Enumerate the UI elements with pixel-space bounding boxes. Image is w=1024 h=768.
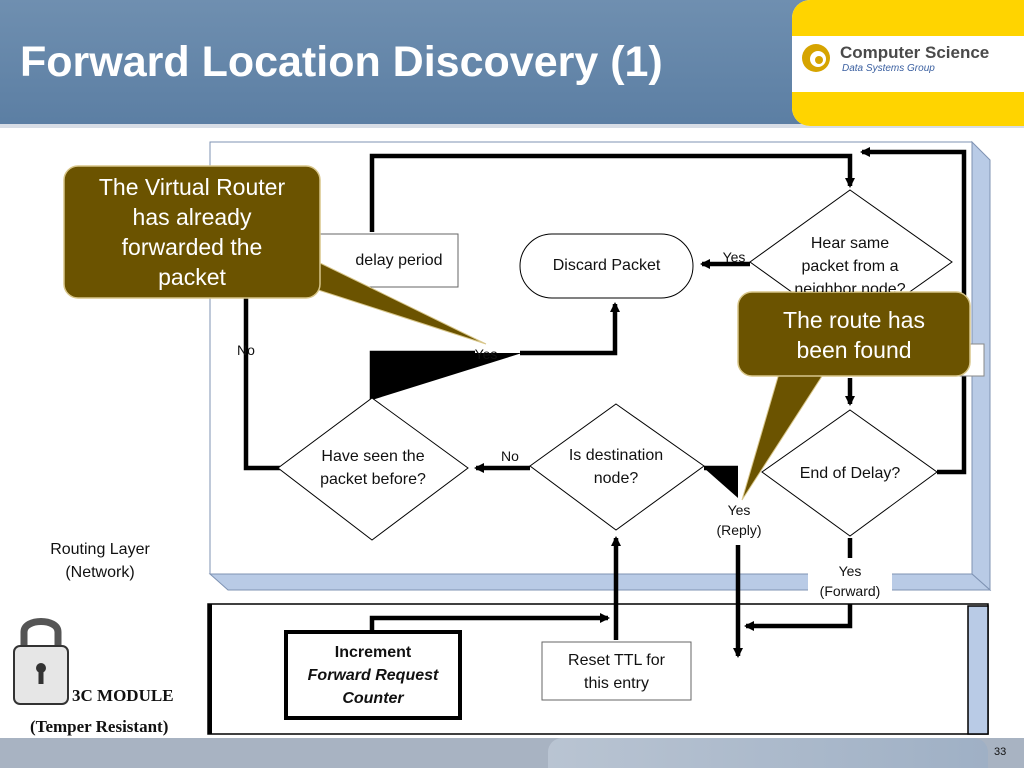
- hear-same-label-2: packet from a: [801, 258, 899, 275]
- logo-subtitle: Data Systems Group: [842, 63, 935, 74]
- callout-virtual-router-line-4: packet: [158, 264, 226, 290]
- hear-same-label-3: neighbor node?: [794, 281, 906, 292]
- edge-label-yes-seen: Yes: [474, 346, 498, 362]
- callout-virtual-router-line-1: The Virtual Router: [98, 174, 286, 200]
- hear-same-label-1: Hear same: [810, 235, 890, 252]
- increment-counter-box: [284, 630, 462, 720]
- is-destination-diamond: [529, 403, 705, 531]
- edge-label-yes-reply-2: (Reply): [716, 522, 762, 538]
- callout-virtual-router-line-2: has already: [132, 204, 252, 230]
- callout-route-found-line-2: been found: [796, 337, 912, 363]
- padlock-icon: [13, 618, 69, 705]
- callout-route-found-bubble: [737, 291, 971, 377]
- is-destination-label-1: Is destination: [568, 447, 664, 464]
- logo-mark-icon: [802, 44, 830, 72]
- is-destination-label-2: node?: [593, 470, 639, 487]
- module-panel-left-edge: [208, 604, 212, 734]
- module-panel-right-shadow: [967, 605, 989, 735]
- increment-label-1: Increment: [334, 644, 412, 661]
- edge-seen-to-discard-line2: [520, 302, 620, 356]
- have-seen-label-2: packet before?: [320, 471, 426, 488]
- routing-layer-label-2: (Network): [65, 564, 135, 581]
- callout-virtual-router-line-3: forwarded the: [121, 234, 263, 260]
- end-of-delay-label: End of Delay?: [799, 465, 901, 482]
- increment-label-3: Counter: [342, 690, 404, 707]
- edge-loop-top: [369, 153, 855, 232]
- logo-name: Computer Science: [840, 43, 990, 62]
- edge-increment-to-reset: [369, 613, 610, 632]
- discard-packet-label: Discard Packet: [552, 257, 661, 274]
- delay-period-label: delay period: [355, 252, 443, 269]
- end-of-delay-diamond: [761, 409, 938, 537]
- edge-label-yes-forward-1: Yes: [808, 561, 892, 581]
- routing-layer-label-1: Routing Layer: [50, 541, 150, 558]
- have-seen-diamond: [277, 397, 469, 541]
- header-divider: [0, 124, 1024, 128]
- footer-accent: [548, 738, 988, 768]
- edge-label-no-dest: No: [501, 448, 519, 464]
- increment-label-2: Forward Request: [307, 667, 439, 684]
- slide-title: Forward Location Discovery (1): [20, 38, 663, 86]
- callout-route-found-line-1: The route has: [783, 307, 925, 333]
- edge-label-no-left: No: [237, 342, 255, 358]
- edge-label-yes-forward-2: (Forward): [808, 581, 892, 601]
- have-seen-label-1: Have seen the: [321, 448, 425, 465]
- logo-band-top: [792, 0, 1024, 36]
- edge-label-yes-discard: Yes: [722, 249, 746, 265]
- edge-forward-down: [744, 604, 853, 631]
- logo-band-middle: [792, 36, 1024, 92]
- edge-seen-to-discard-line: [369, 350, 475, 400]
- reset-ttl-label-2: this entry: [584, 675, 649, 692]
- reset-ttl-label-1: Reset TTL for: [568, 652, 665, 669]
- callout-virtual-router-bubble: [63, 165, 321, 299]
- edge-seen-to-discard: [372, 353, 522, 400]
- edge-dest-yes-reply: [704, 468, 738, 498]
- reset-ttl-box: [541, 641, 692, 701]
- logo-band-bottom: [792, 92, 1024, 126]
- edge-label-yes-reply-1: Yes: [727, 502, 751, 518]
- edge-seen-no-left: [243, 290, 280, 471]
- module-note: (Temper Resistant): [30, 717, 169, 736]
- page-number: 33: [994, 746, 1007, 758]
- discard-packet-node: [519, 233, 694, 299]
- module-name: 3C MODULE: [72, 686, 174, 705]
